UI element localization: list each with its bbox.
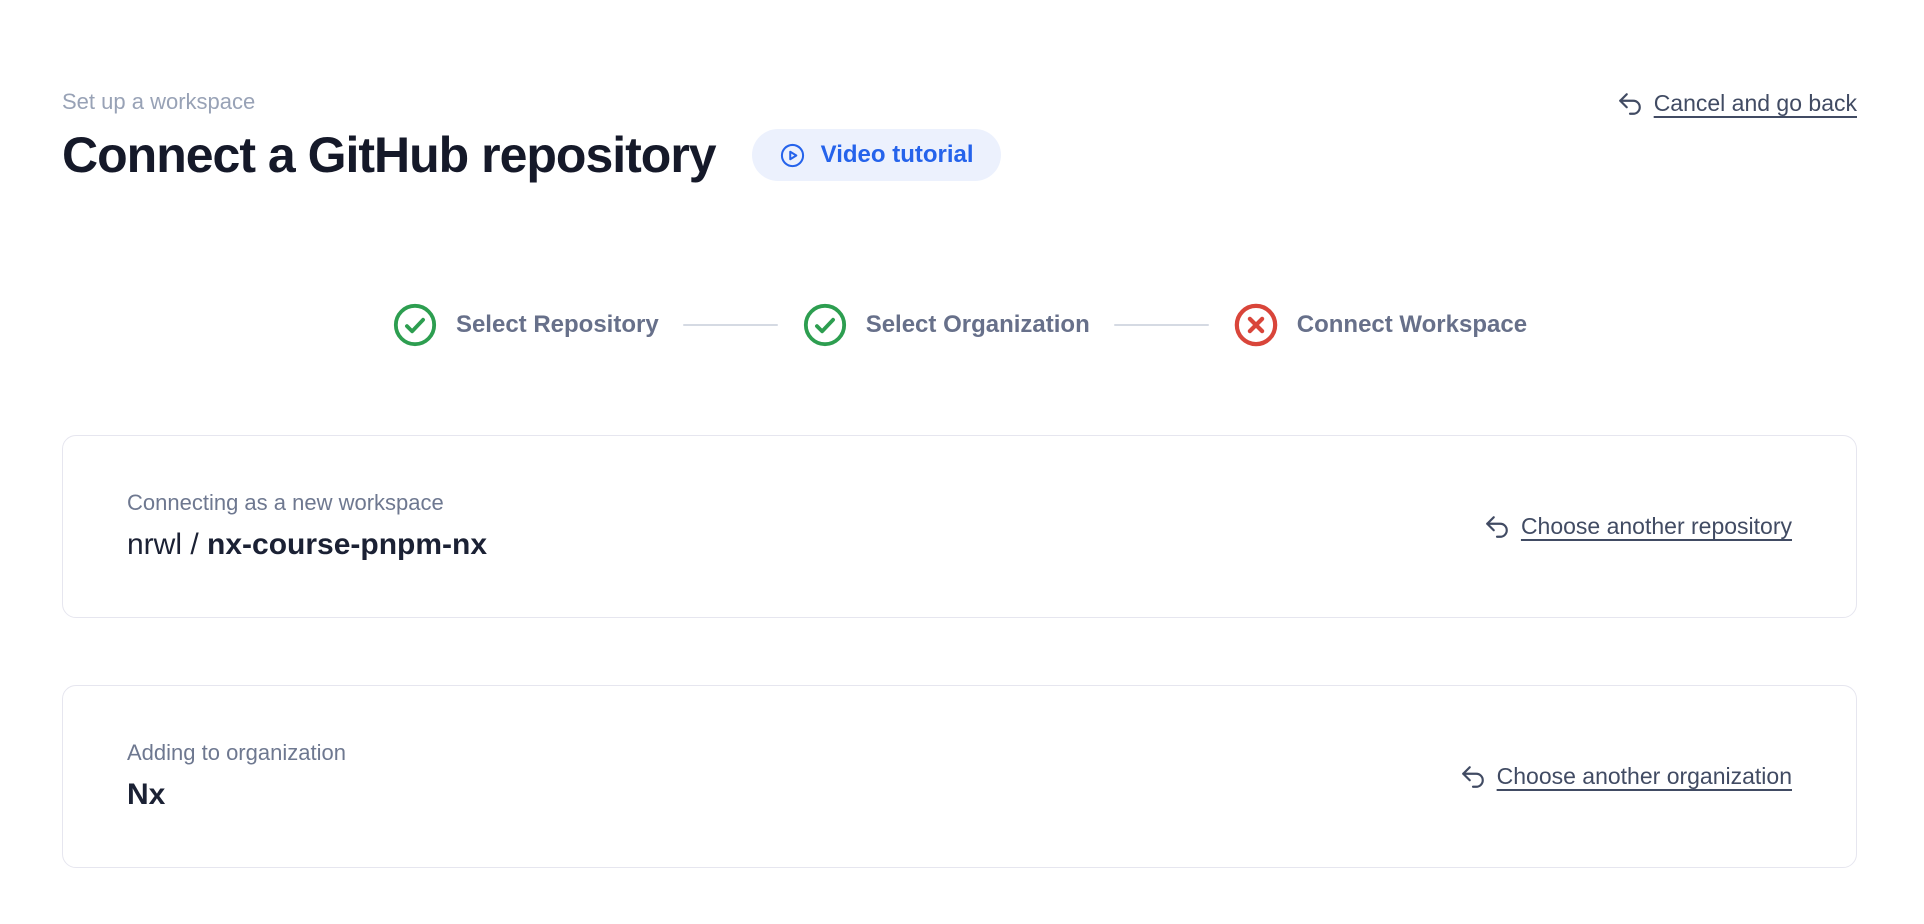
step-label: Connect Workspace: [1296, 311, 1528, 338]
choose-another-organization-label: Choose another organization: [1496, 763, 1792, 789]
video-tutorial-label: Video tutorial: [820, 141, 974, 168]
repository-repo: nx-course-pnpm-nx: [207, 528, 488, 561]
check-circle-icon: [392, 302, 438, 348]
cancel-link-label: Cancel and go back: [1653, 90, 1857, 116]
step-label: Select Repository: [455, 311, 659, 338]
repository-card-label: Connecting as a new workspace: [127, 490, 444, 515]
organization-card-info: Adding to organization Nx: [127, 739, 346, 814]
step-select-organization: Select Organization: [802, 302, 1090, 348]
choose-another-repository-link[interactable]: Choose another repository: [1484, 513, 1792, 540]
organization-name: Nx: [127, 776, 346, 814]
check-circle-icon: [802, 302, 848, 348]
organization-card: Adding to organization Nx Choose another…: [62, 685, 1857, 868]
repository-card: Connecting as a new workspace nrwl / nx-…: [62, 435, 1857, 618]
cancel-and-go-back-link[interactable]: Cancel and go back: [1617, 90, 1857, 117]
step-select-repository: Select Repository: [392, 302, 659, 348]
setup-page: Set up a workspace Connect a GitHub repo…: [62, 89, 1857, 868]
choose-another-organization-link[interactable]: Choose another organization: [1460, 763, 1792, 790]
repository-name: nrwl / nx-course-pnpm-nx: [127, 526, 487, 564]
eyebrow-label: Set up a workspace: [62, 89, 256, 114]
step-connect-workspace: Connect Workspace: [1233, 302, 1527, 348]
repository-owner: nrwl /: [127, 528, 199, 561]
organization-name-value: Nx: [127, 778, 166, 811]
repository-card-info: Connecting as a new workspace nrwl / nx-…: [127, 489, 487, 564]
organization-card-label: Adding to organization: [127, 740, 346, 765]
x-circle-icon: [1233, 302, 1279, 348]
undo-arrow-icon: [1617, 91, 1643, 117]
title-row: Connect a GitHub repository Video tutori…: [62, 126, 1857, 184]
undo-arrow-icon: [1484, 514, 1510, 540]
video-tutorial-button[interactable]: Video tutorial: [751, 129, 1001, 181]
step-connector: [1113, 324, 1209, 326]
step-connector: [682, 324, 778, 326]
undo-arrow-icon: [1460, 764, 1486, 790]
step-label: Select Organization: [865, 311, 1090, 338]
choose-another-repository-label: Choose another repository: [1520, 513, 1792, 539]
stepper: Select Repository Select Organization Co…: [62, 302, 1857, 348]
page-title: Connect a GitHub repository: [62, 127, 717, 183]
play-circle-icon: [779, 142, 806, 169]
